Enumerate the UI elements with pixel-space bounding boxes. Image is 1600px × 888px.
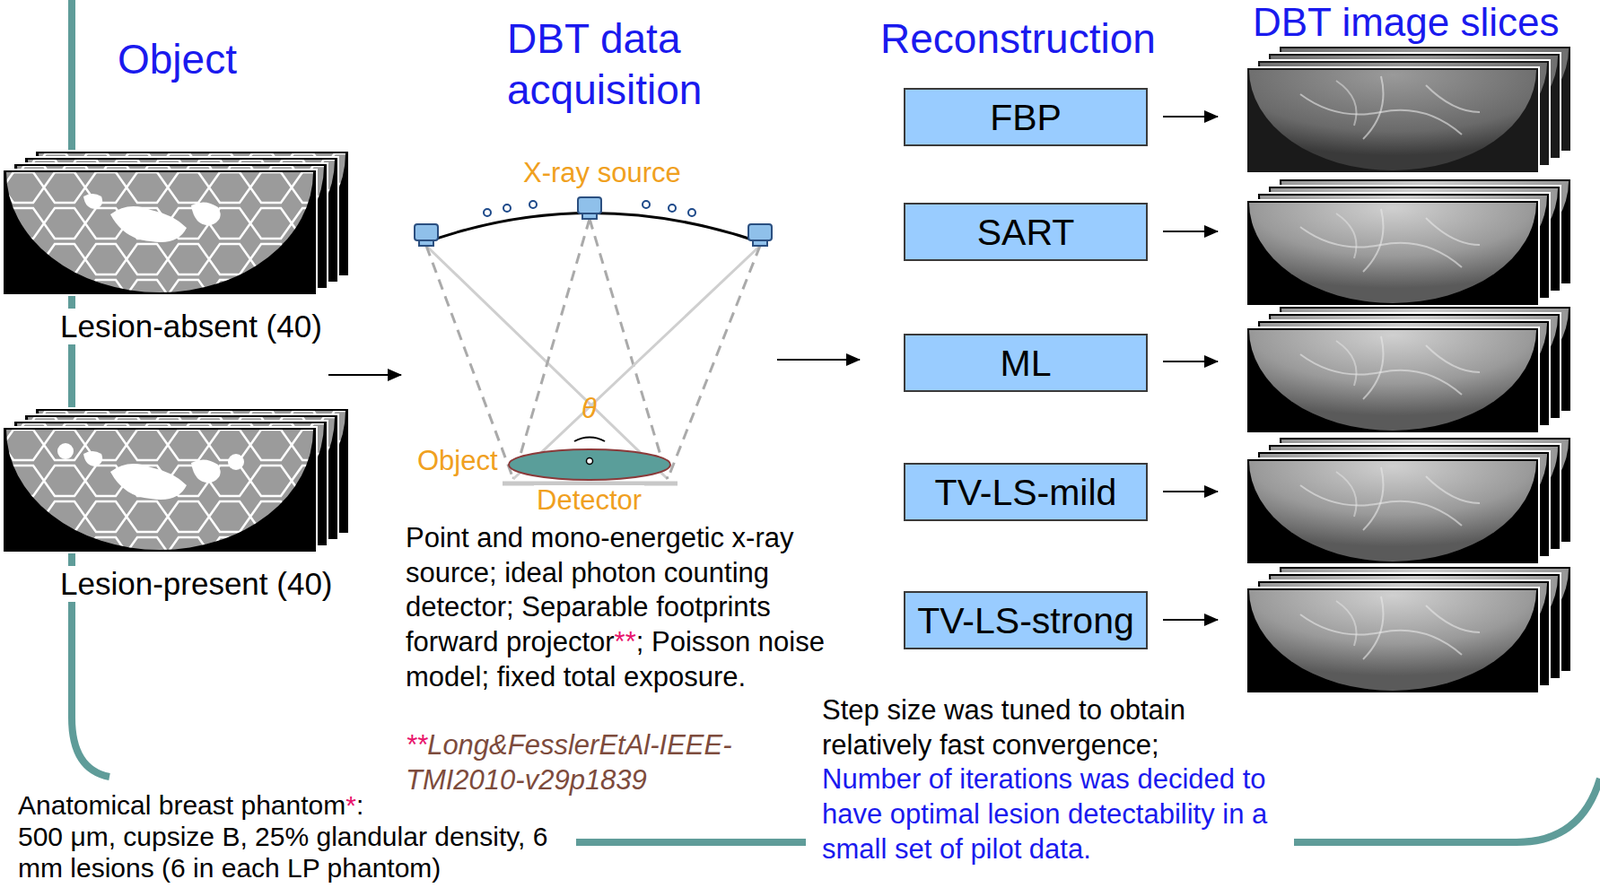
section-heading: DBT image slices: [1252, 1, 1560, 44]
algorithm-box: TV-LS-strong: [903, 591, 1148, 650]
phantom-note: :: [356, 790, 364, 821]
box-label: TV-LS-mild: [935, 472, 1118, 514]
phantom-note: Anatomical breast phantom: [17, 790, 346, 821]
object-label: Object: [414, 445, 501, 478]
box-label: TV-LS-strong: [917, 600, 1135, 642]
footnote-mark: **: [614, 626, 637, 658]
reference-text: Long&FesslerEtAl-IEEE-TMI2010-v29p1839: [405, 729, 733, 796]
detector-label: Detector: [533, 485, 645, 516]
footnote-mark: **: [405, 729, 428, 761]
box-label: ML: [1000, 342, 1052, 385]
algorithm-box: SART: [903, 202, 1148, 262]
footnote-mark: *: [345, 790, 357, 821]
section-heading: DBT data acquisition: [507, 13, 741, 116]
algorithm-box: ML: [903, 333, 1148, 393]
box-label: SART: [977, 211, 1076, 254]
angle-label: θ: [581, 393, 597, 426]
phantom-label: Lesion-present (40): [57, 566, 336, 603]
algorithm-box: TV-LS-mild: [903, 463, 1148, 522]
phantom-label: Lesion-absent (40): [57, 308, 325, 345]
algorithm-box: FBP: [903, 87, 1148, 147]
description-text: Point and mono-energetic x-ray source; i…: [405, 521, 846, 696]
section-heading: Object: [117, 35, 237, 83]
box-label: FBP: [989, 96, 1062, 139]
reference-note: **Long&FesslerEtAl-IEEE-TMI2010-v29p1839: [405, 728, 761, 798]
iteration-note: Number of iterations was decided to have…: [821, 762, 1269, 867]
phantom-note: 500 μm, cupsize B, 25% glandular density…: [17, 821, 557, 884]
iteration-note: Step size was tuned to obtain relatively…: [821, 693, 1269, 763]
phantom-note: Anatomical breast phantom*:: [17, 789, 575, 822]
section-heading: Reconstruction: [880, 15, 1156, 62]
source-label: X-ray source: [520, 157, 684, 190]
